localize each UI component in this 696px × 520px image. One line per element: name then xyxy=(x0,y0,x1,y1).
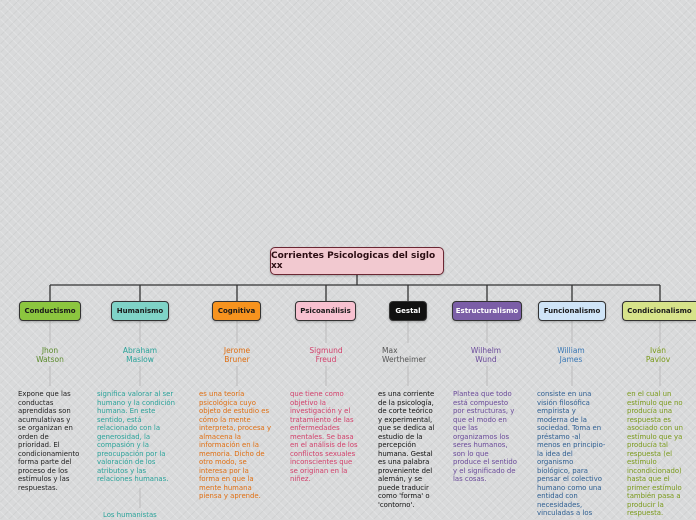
desc-cognitiva: es una teoría psicológica cuyo objeto de… xyxy=(199,390,272,500)
branch-humanismo[interactable]: Humanismo xyxy=(111,301,169,321)
author-estructuralismo: Wilhelm Wund xyxy=(470,346,502,364)
branch-psicoanalisis[interactable]: Psicoanálisis xyxy=(295,301,356,321)
branch-label: Gestal xyxy=(395,307,421,315)
author-gestal: Max Wertheimer xyxy=(382,346,427,364)
author-cognitiva: Jerome Bruner xyxy=(223,346,251,364)
root-topic-label: Corrientes Psicologicas del siglo xx xyxy=(271,251,436,271)
branch-estructuralismo[interactable]: Estructuralismo xyxy=(452,301,522,321)
root-topic[interactable]: Corrientes Psicologicas del siglo xx xyxy=(270,247,444,275)
branch-gestal[interactable]: Gestal xyxy=(389,301,427,321)
author-psicoanalisis: Sigmund Freud xyxy=(309,346,343,364)
branch-label: Funcionalismo xyxy=(543,307,601,315)
branch-label: Cognitiva xyxy=(217,307,256,315)
branch-label: Condicionalismo xyxy=(627,307,692,315)
desc-psicoanalisis: que tiene como objetivo la investigación… xyxy=(290,390,358,483)
desc-condicionalismo: en el cual un estímulo que no producía u… xyxy=(627,390,684,517)
desc-funcionalismo: consiste en una visión filosófica empiri… xyxy=(537,390,606,517)
branch-condicionalismo[interactable]: Condicionalismo xyxy=(622,301,696,321)
desc-gestal: es una corriente de la psicología, de co… xyxy=(378,390,435,509)
desc-humanismo: significa valorar al ser humano y la con… xyxy=(97,390,175,483)
branch-funcionalismo[interactable]: Funcionalismo xyxy=(538,301,606,321)
desc-conductismo: Expone que las conductas aprendidas son … xyxy=(18,390,80,492)
desc-estructuralismo: Plantea que todo está compuesto por estr… xyxy=(453,390,517,483)
branch-cognitiva[interactable]: Cognitiva xyxy=(212,301,261,321)
branch-label: Conductismo xyxy=(24,307,76,315)
branch-label: Estructuralismo xyxy=(455,307,519,315)
branch-label: Psicoanálisis xyxy=(300,307,351,315)
author-funcionalismo: William James xyxy=(557,346,585,364)
subtopic-humanismo: Los humanistas xyxy=(103,511,157,519)
author-humanismo: Abraham Maslow xyxy=(122,346,158,364)
author-condicionalismo: Iván Pavlov xyxy=(645,346,671,364)
branch-label: Humanismo xyxy=(116,307,164,315)
branch-conductismo[interactable]: Conductismo xyxy=(19,301,81,321)
author-conductismo: Jhon Watson xyxy=(36,346,64,364)
